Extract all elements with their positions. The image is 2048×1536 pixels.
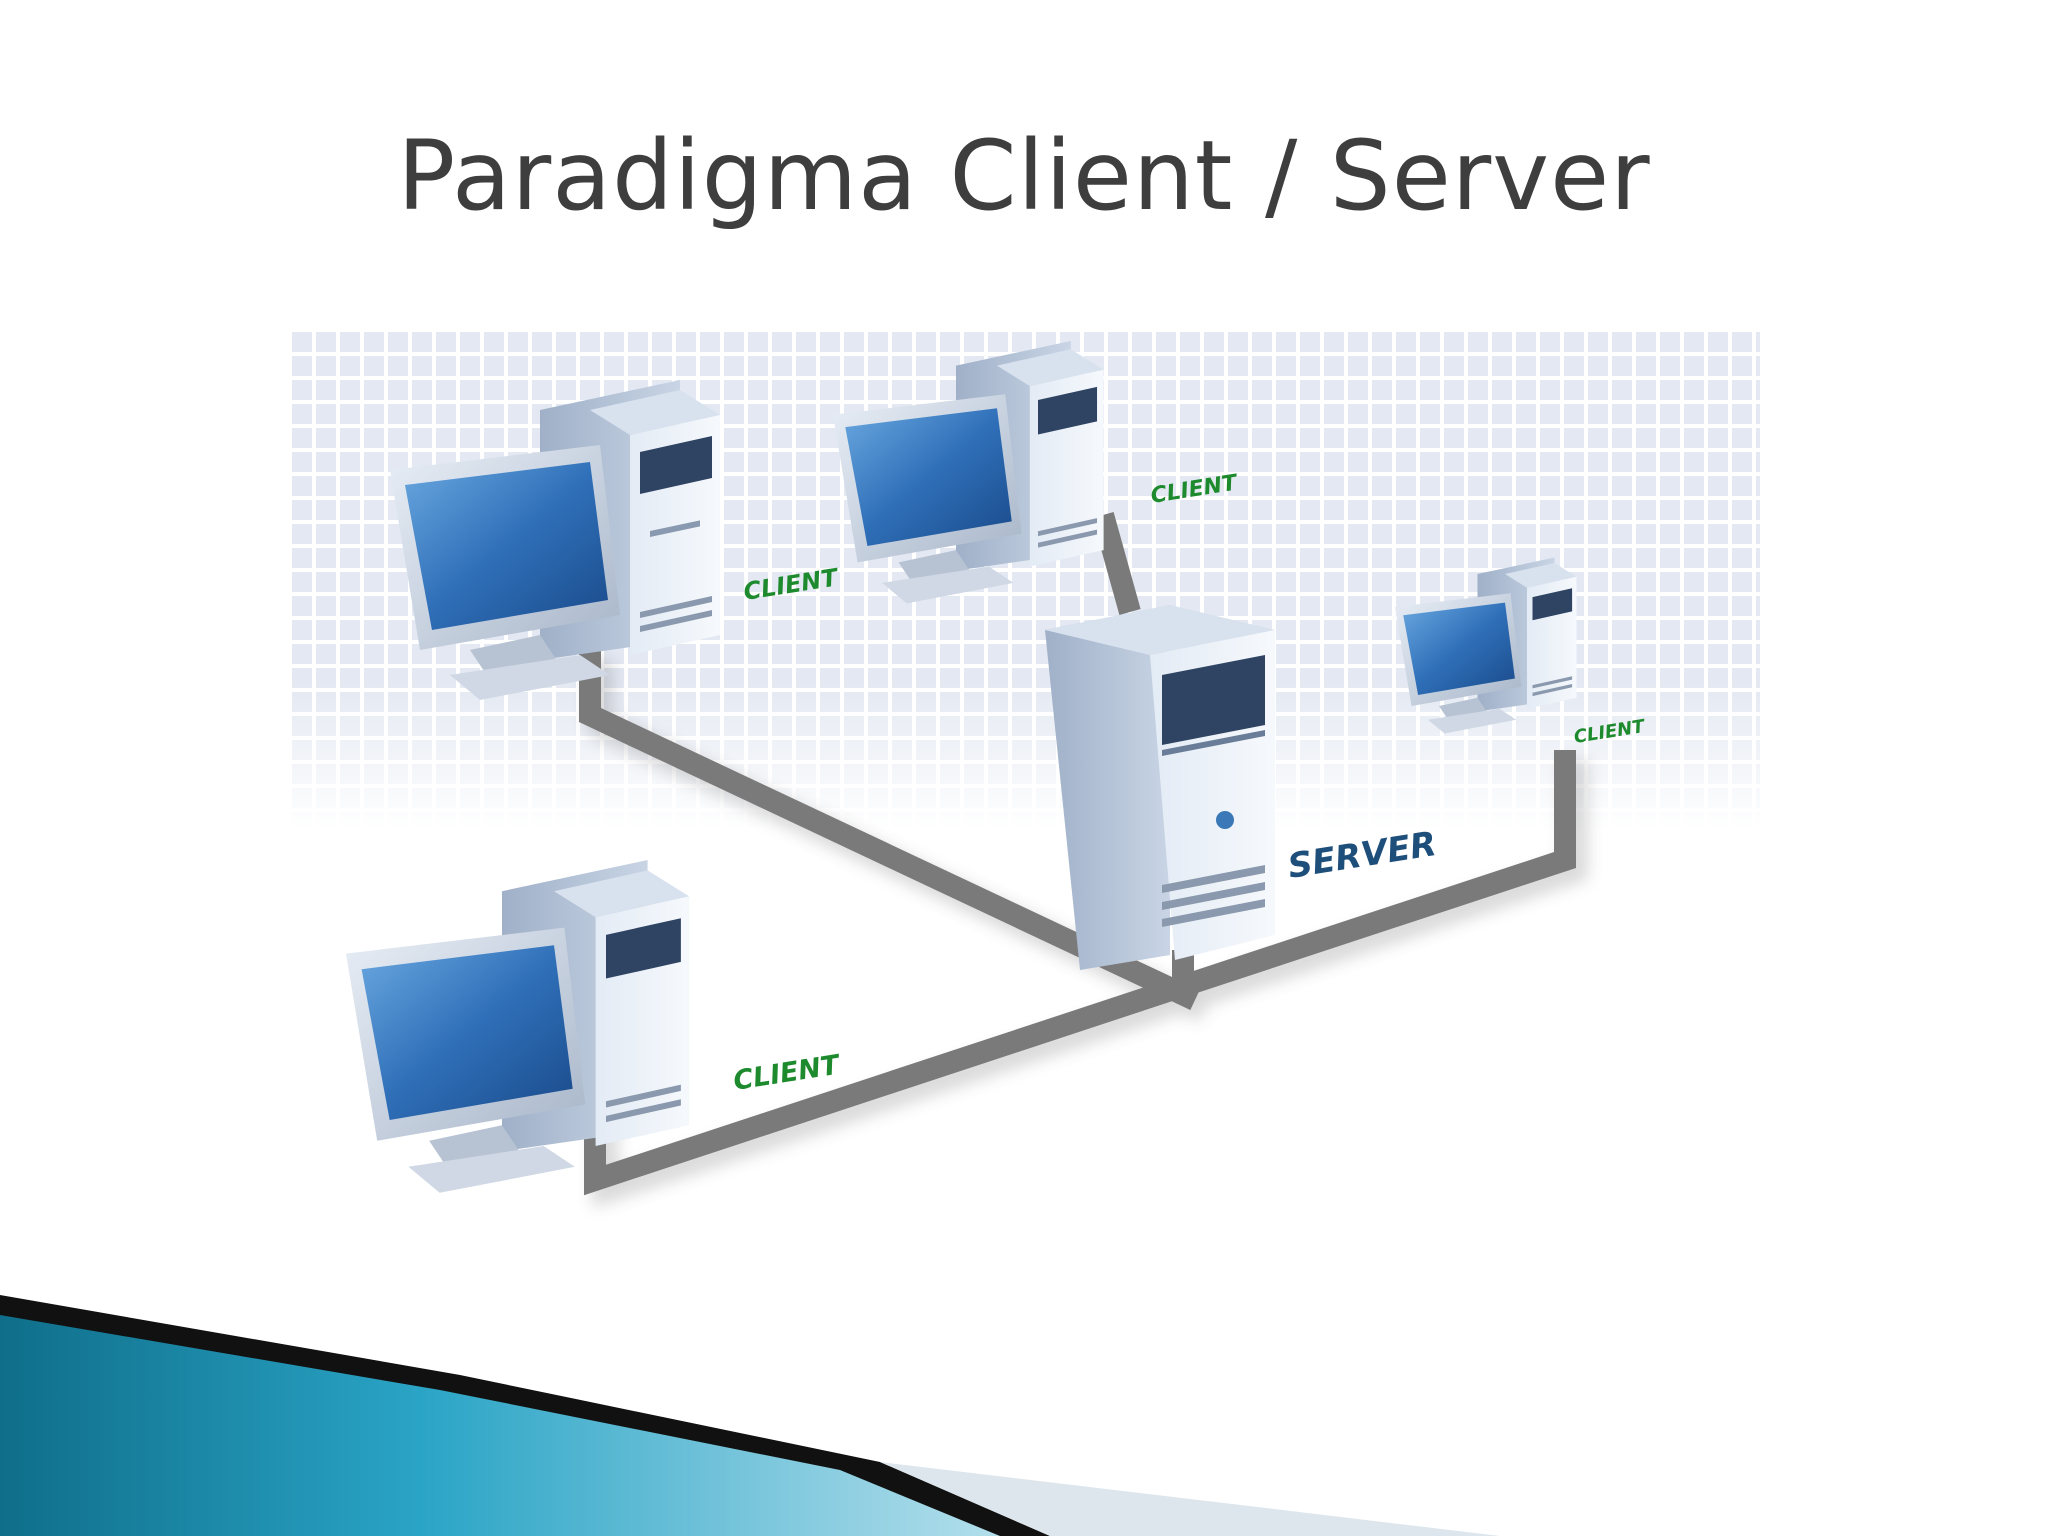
desktop-computer-icon <box>346 860 690 1193</box>
desktop-computer-icon <box>1395 557 1577 734</box>
slide-title: Paradigma Client / Server <box>397 120 1651 232</box>
server-tower-icon <box>1045 605 1275 970</box>
cable-client-bottom-left-right <box>584 750 1576 1196</box>
client-top-left <box>390 380 720 700</box>
desktop-computer-icon <box>833 341 1104 604</box>
cable-client-top-middle <box>1092 512 1141 615</box>
client-bottom-left <box>346 860 690 1193</box>
client-server-diagram: CLIENT CLIENT <box>290 330 1760 1340</box>
server-label: SERVER <box>1285 824 1439 887</box>
client-top-middle <box>833 341 1104 604</box>
desktop-computer-icon <box>390 380 720 700</box>
client-label-bottom-left: CLIENT <box>731 1049 844 1097</box>
client-right <box>1395 557 1577 734</box>
server <box>1045 605 1275 970</box>
